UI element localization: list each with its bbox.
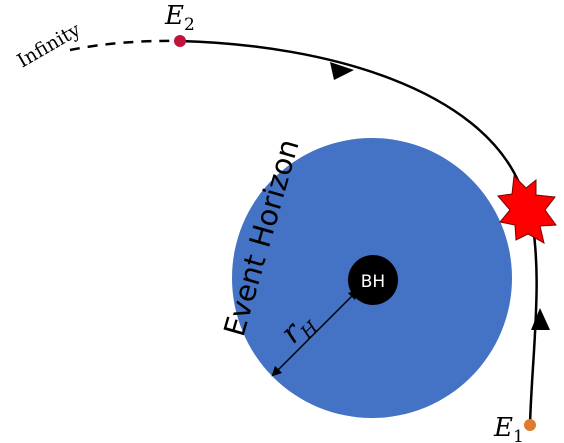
e2-label: E2 (164, 1, 195, 35)
black-hole-label: BH (361, 272, 385, 292)
black-hole (348, 255, 398, 305)
e2-point (174, 35, 186, 47)
trajectory-to-infinity (69, 39, 181, 52)
collision-burst (497, 174, 557, 244)
e1-point (524, 419, 536, 431)
infinity-label: Infinity (14, 19, 85, 73)
radius-arrow (271, 289, 359, 377)
outgoing-direction-arrow (330, 62, 354, 80)
incoming-direction-arrow (531, 308, 550, 330)
outgoing-trajectory (179, 39, 522, 186)
e1-label: E1 (493, 413, 524, 443)
